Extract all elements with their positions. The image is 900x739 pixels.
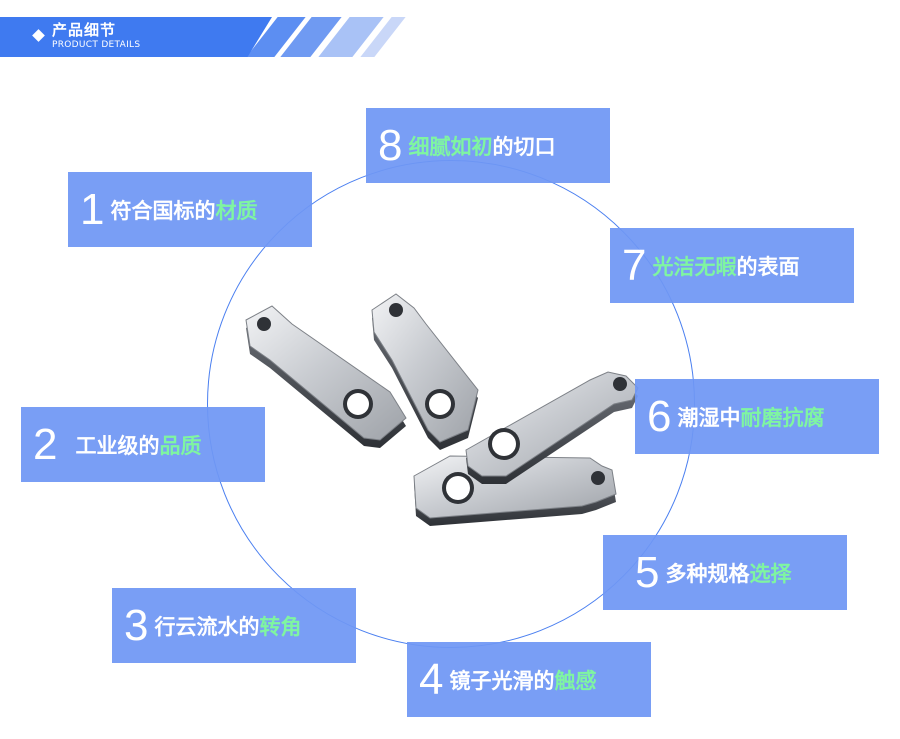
feature-number: 6: [647, 391, 672, 441]
product-image-metal-tabs: [245, 293, 639, 526]
metal-tab: [245, 305, 407, 448]
feature-box-1: 1 符合国标的材质: [68, 172, 312, 247]
feature-box-8: 8 细腻如初的切口: [366, 108, 610, 183]
feature-box-5: 5 多种规格选择: [603, 535, 847, 610]
section-header-bar: [0, 17, 272, 57]
metal-tab: [413, 455, 617, 526]
metal-tab: [371, 293, 479, 450]
metal-tab: [465, 371, 639, 484]
feature-text: 光洁无暇的表面: [652, 254, 800, 279]
section-subtitle: PRODUCT DETAILS: [52, 40, 141, 50]
feature-text: 工业级的品质: [75, 433, 202, 458]
feature-text: 符合国标的材质: [110, 198, 258, 223]
feature-text: 潮湿中耐磨抗腐: [677, 405, 825, 430]
feature-text: 细腻如初的切口: [408, 134, 556, 159]
section-title: 产品细节: [52, 21, 117, 39]
feature-text: 行云流水的转角: [154, 614, 302, 639]
feature-text: 镜子光滑的触感: [449, 668, 597, 693]
feature-number: 1: [80, 184, 105, 234]
feature-box-2: 2 工业级的品质: [21, 407, 265, 482]
feature-number: 2: [33, 419, 58, 469]
feature-box-7: 7 光洁无暇的表面: [610, 228, 854, 303]
feature-box-3: 3 行云流水的转角: [112, 588, 356, 663]
feature-number: 4: [419, 654, 444, 704]
feature-number: 3: [124, 600, 149, 650]
feature-box-6: 6 潮湿中耐磨抗腐: [635, 379, 879, 454]
feature-text: 多种规格选择: [665, 561, 792, 586]
feature-number: 8: [378, 120, 403, 170]
feature-box-4: 4 镜子光滑的触感: [407, 642, 651, 717]
feature-number: 7: [622, 240, 647, 290]
feature-number: 5: [635, 547, 660, 597]
